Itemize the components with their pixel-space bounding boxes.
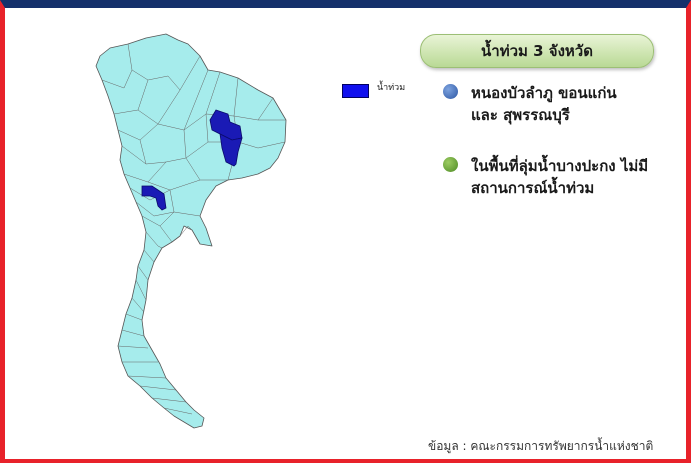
blue-bullet-icon xyxy=(443,84,458,99)
title-banner: น้ำท่วม 3 จังหวัด xyxy=(420,34,654,68)
bullet-item: หนองบัวลำภู ขอนแก่น และ สุพรรณบุรี xyxy=(443,82,643,126)
flooded-province-suphanburi xyxy=(141,185,167,211)
province-borders xyxy=(101,43,286,415)
bullet-text: ในพื้นที่ลุ่มน้ำบางปะกง ไม่มีสถานการณ์น้… xyxy=(471,157,649,197)
map-legend: น้ำท่วม xyxy=(342,83,405,98)
bullet-text: หนองบัวลำภู ขอนแก่น และ สุพรรณบุรี xyxy=(471,84,617,124)
thailand-map xyxy=(88,30,288,456)
flooded-province-khonkaen xyxy=(219,133,243,167)
legend-label: น้ำท่วม xyxy=(377,83,406,93)
thailand-map-svg xyxy=(95,33,287,429)
thailand-land xyxy=(95,33,287,429)
title-text: น้ำท่วม 3 จังหวัด xyxy=(481,42,593,60)
flooded-provinces xyxy=(141,109,243,211)
legend-swatch xyxy=(342,84,369,98)
source-note: ข้อมูล : คณะกรรมการทรัพยากรน้ำแห่งชาติ xyxy=(428,439,654,453)
green-bullet-icon xyxy=(443,157,458,172)
bullet-item: ในพื้นที่ลุ่มน้ำบางปะกง ไม่มีสถานการณ์น้… xyxy=(443,155,653,199)
